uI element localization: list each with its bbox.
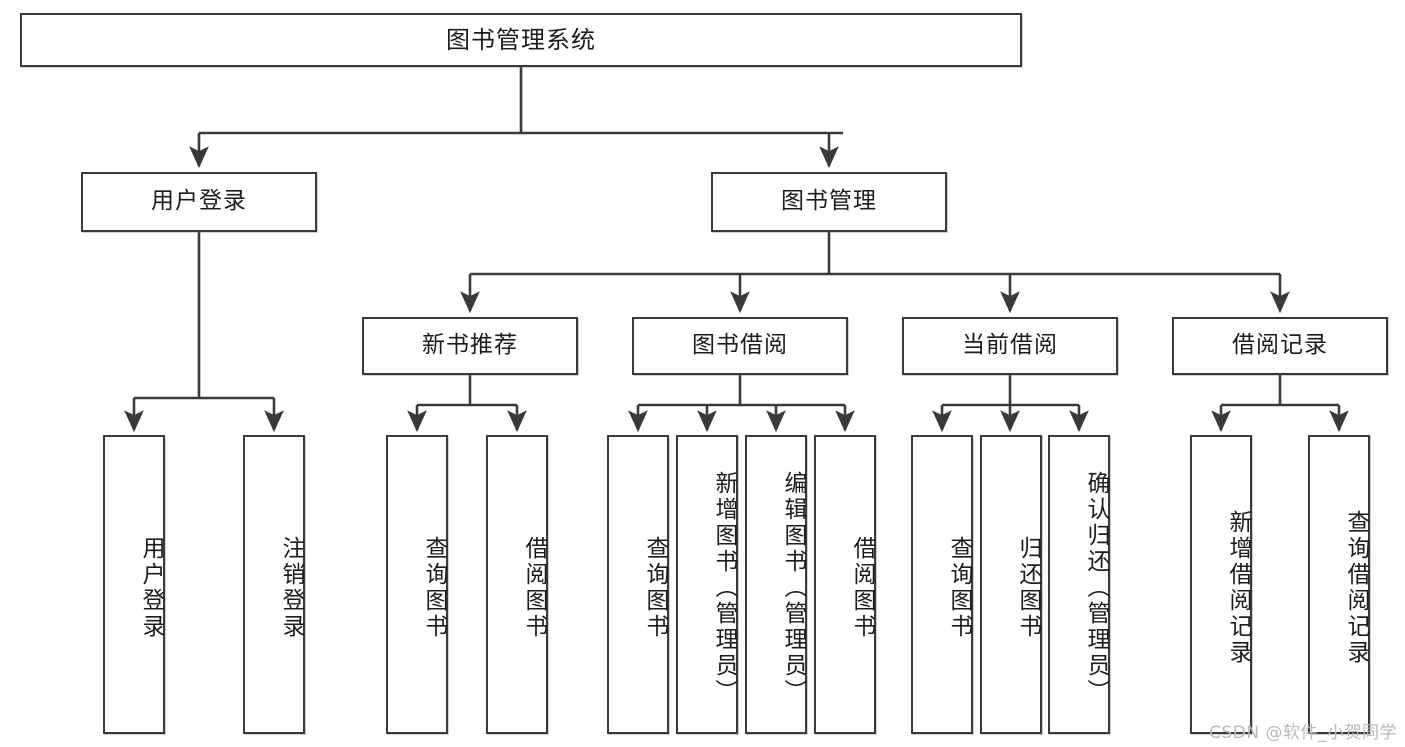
leaf-query-borrow-record-label: 查询借阅记录 xyxy=(1343,509,1369,666)
node-current-borrow[interactable]: 当前借阅 xyxy=(902,317,1118,375)
leaf-query-borrow-record[interactable]: 查询借阅记录 xyxy=(1308,435,1370,734)
leaf-user-logout-label: 注销登录 xyxy=(278,535,304,640)
leaf-borrow-book[interactable]: 借阅图书 xyxy=(814,435,876,734)
node-new-book-recommend[interactable]: 新书推荐 xyxy=(362,317,578,375)
leaf-query-book-current-label: 查询图书 xyxy=(946,535,972,640)
node-user-login[interactable]: 用户登录 xyxy=(81,172,317,232)
node-root-system[interactable]: 图书管理系统 xyxy=(20,13,1022,67)
leaf-query-book-recommend-label: 查询图书 xyxy=(421,535,447,640)
node-book-management[interactable]: 图书管理 xyxy=(711,172,947,232)
leaf-borrow-book-label: 借阅图书 xyxy=(849,535,875,640)
leaf-query-book-recommend[interactable]: 查询图书 xyxy=(386,435,448,734)
leaf-query-book-current[interactable]: 查询图书 xyxy=(911,435,973,734)
leaf-query-book-borrow[interactable]: 查询图书 xyxy=(607,435,669,734)
leaf-query-book-borrow-label: 查询图书 xyxy=(642,535,668,640)
leaf-add-book-label: 新增图书（管理员） xyxy=(711,470,737,705)
leaf-user-login[interactable]: 用户登录 xyxy=(103,435,165,734)
leaf-borrow-book-recommend[interactable]: 借阅图书 xyxy=(486,435,548,734)
leaf-user-logout[interactable]: 注销登录 xyxy=(243,435,305,734)
leaf-return-book[interactable]: 归还图书 xyxy=(980,435,1042,734)
leaf-borrow-book-recommend-label: 借阅图书 xyxy=(521,535,547,640)
node-book-borrow-label: 图书借阅 xyxy=(692,332,788,359)
node-user-login-label: 用户登录 xyxy=(151,188,247,215)
node-book-management-label: 图书管理 xyxy=(781,188,877,215)
leaf-edit-book[interactable]: 编辑图书（管理员） xyxy=(745,435,807,734)
leaf-add-borrow-record[interactable]: 新增借阅记录 xyxy=(1190,435,1252,734)
leaf-confirm-return[interactable]: 确认归还（管理员） xyxy=(1048,435,1110,734)
node-current-borrow-label: 当前借阅 xyxy=(962,332,1058,359)
node-root-label: 图书管理系统 xyxy=(446,25,596,54)
leaf-confirm-return-label: 确认归还（管理员） xyxy=(1083,470,1109,705)
leaf-return-book-label: 归还图书 xyxy=(1015,535,1041,640)
leaf-add-borrow-record-label: 新增借阅记录 xyxy=(1225,509,1251,666)
node-borrow-records[interactable]: 借阅记录 xyxy=(1172,317,1388,375)
leaf-add-book[interactable]: 新增图书（管理员） xyxy=(676,435,738,734)
leaf-edit-book-label: 编辑图书（管理员） xyxy=(780,470,806,705)
node-borrow-records-label: 借阅记录 xyxy=(1232,332,1328,359)
node-new-book-recommend-label: 新书推荐 xyxy=(422,332,518,359)
node-book-borrow[interactable]: 图书借阅 xyxy=(632,317,848,375)
csdn-watermark: CSDN @软件_小贺同学 xyxy=(1209,723,1397,743)
leaf-user-login-label: 用户登录 xyxy=(138,535,164,640)
